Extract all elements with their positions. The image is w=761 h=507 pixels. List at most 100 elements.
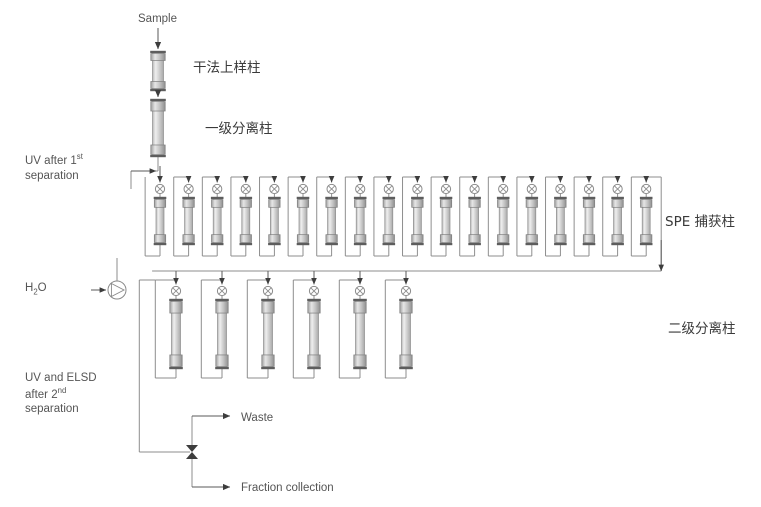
second-valve-5 xyxy=(354,285,366,297)
spe-trap-column-15-top-fitting xyxy=(554,199,567,208)
label-waste-outlet: Waste xyxy=(241,412,274,424)
label-fraction-collection-outlet: Fraction collection xyxy=(241,482,334,494)
spe-trap-column-16-top-fitting xyxy=(582,199,596,208)
spe-trap-column-14-top-fitting xyxy=(525,199,538,208)
uv1-sup: st xyxy=(76,152,83,161)
spe-trap-column-15 xyxy=(554,196,567,246)
first-separation-column-cap-bottom xyxy=(150,155,166,158)
label-second-separation-column: 二级分离柱 xyxy=(668,321,736,337)
second-valve-4 xyxy=(308,285,320,297)
first-separation-column-bottom-fitting xyxy=(150,144,166,155)
spe-trap-column-8 xyxy=(353,196,367,246)
second-separation-column-3-bottom-fitting xyxy=(261,354,275,367)
spe-trap-column-16 xyxy=(582,196,596,246)
spe-trap-column-18 xyxy=(639,196,653,246)
second-separation-column-5-bottom-fitting xyxy=(353,354,367,367)
spe-trap-column-7-cap-bottom xyxy=(325,243,338,246)
spe-valve-5 xyxy=(269,183,280,195)
spe-trap-column-10-cap-bottom xyxy=(411,243,424,246)
second-separation-column-2-cap-top xyxy=(215,298,229,301)
h2o-post: O xyxy=(37,282,47,294)
spe-valve-2 xyxy=(183,183,194,195)
label-dry-load-column: 干法上样柱 xyxy=(193,60,261,76)
spe-trap-column-7-top-fitting xyxy=(325,199,338,208)
second-separation-column-1-top-fitting xyxy=(169,301,183,314)
spe-trap-column-6-cap-bottom xyxy=(296,243,310,246)
first-separation-column-cap-top xyxy=(150,98,166,101)
spe-trap-column-13-cap-top xyxy=(496,196,510,199)
spe-trap-column-17-cap-bottom xyxy=(611,243,624,246)
spe-trap-column-18-cap-bottom xyxy=(639,243,653,246)
spe-trap-column-12-cap-top xyxy=(468,196,481,199)
second-separation-column-4 xyxy=(307,298,321,370)
spe-trap-column-11-cap-bottom xyxy=(439,243,453,246)
spe-trap-column-2-bottom-fitting xyxy=(182,234,195,243)
uv2-line1: UV and ELSD xyxy=(25,372,97,384)
pump-circle xyxy=(107,280,127,300)
spe-trap-column-3-cap-bottom xyxy=(210,243,224,246)
spe-trap-column-17-cap-top xyxy=(611,196,624,199)
column-bodies xyxy=(150,50,653,370)
spe-valve-17 xyxy=(612,183,623,195)
spe-trap-column-3-top-fitting xyxy=(211,199,224,208)
spe-valve-15-cross xyxy=(557,185,564,193)
spe-trap-column-7-bottom-fitting xyxy=(325,234,338,243)
spe-trap-column-2-cap-bottom xyxy=(182,243,195,246)
second-valve-5-cross xyxy=(356,287,364,295)
second-separation-column-1-cap-top xyxy=(169,298,183,301)
spe-trap-column-1-cap-top xyxy=(153,196,167,199)
spe-valve-7 xyxy=(326,183,337,195)
second-separation-column-5 xyxy=(353,298,367,370)
spe-valve-17-cross xyxy=(614,185,621,193)
second-separation-column-6-cap-top xyxy=(399,298,413,301)
second-valve-1 xyxy=(170,285,182,297)
spe-trap-column-9 xyxy=(382,196,396,246)
spe-trap-column-10-top-fitting xyxy=(411,199,424,208)
spe-trap-column-14 xyxy=(525,196,539,246)
spe-valve-16 xyxy=(583,183,595,195)
second-valve-3-cross xyxy=(264,287,272,295)
uv2-sup: nd xyxy=(57,385,67,395)
spe-trap-column-12-top-fitting xyxy=(468,199,481,208)
spe-valve-3 xyxy=(212,183,223,195)
spe-trap-column-5 xyxy=(268,196,281,246)
spe-valve-5-cross xyxy=(271,185,278,193)
second-separation-column-4-top-fitting xyxy=(307,301,321,314)
spe-trap-column-4-cap-top xyxy=(239,196,253,199)
spe-trap-column-6-bottom-fitting xyxy=(296,234,310,243)
spe-trap-column-8-cap-bottom xyxy=(353,243,367,246)
label-water-inlet: H2O xyxy=(25,281,47,297)
uv2-line3: separation xyxy=(25,403,79,416)
spe-trap-column-6-top-fitting xyxy=(296,199,310,208)
spe-trap-column-12-bottom-fitting xyxy=(468,234,481,243)
spe-trap-column-1-top-fitting xyxy=(153,199,167,208)
spe-trap-column-14-cap-bottom xyxy=(525,243,539,246)
pump-triangle xyxy=(110,282,126,298)
spe-trap-column-14-cap-top xyxy=(525,196,539,199)
second-separation-column-2-bottom-fitting xyxy=(215,354,229,367)
spe-valve-4 xyxy=(240,183,251,195)
spe-valve-16-cross xyxy=(585,185,593,193)
dry-load-column-top-fitting xyxy=(150,53,166,61)
spe-trap-column-3-bottom-fitting xyxy=(211,234,224,243)
second-separation-column-6-top-fitting xyxy=(399,301,413,314)
spe-trap-column-11-cap-top xyxy=(439,196,453,199)
spe-valve-12 xyxy=(469,183,480,195)
second-separation-column-1-cap-bottom xyxy=(169,367,183,370)
tee-valve-lower xyxy=(186,452,198,459)
spe-trap-column-18-bottom-fitting xyxy=(640,234,653,243)
second-separation-column-1-bottom-fitting xyxy=(169,354,183,367)
spe-valve-1-cross xyxy=(156,185,164,193)
spe-trap-column-15-cap-bottom xyxy=(554,243,567,246)
second-valve-2 xyxy=(216,285,228,297)
second-separation-column-3 xyxy=(261,298,275,370)
spe-trap-column-1 xyxy=(153,196,167,246)
spe-valve-7-cross xyxy=(328,185,335,193)
spe-valve-12-cross xyxy=(471,185,478,193)
spe-valve-11-cross xyxy=(442,185,450,193)
spe-valve-8-cross xyxy=(357,185,364,193)
uv1-post: separation xyxy=(25,169,79,182)
second-separation-column-6-bottom-fitting xyxy=(399,354,413,367)
